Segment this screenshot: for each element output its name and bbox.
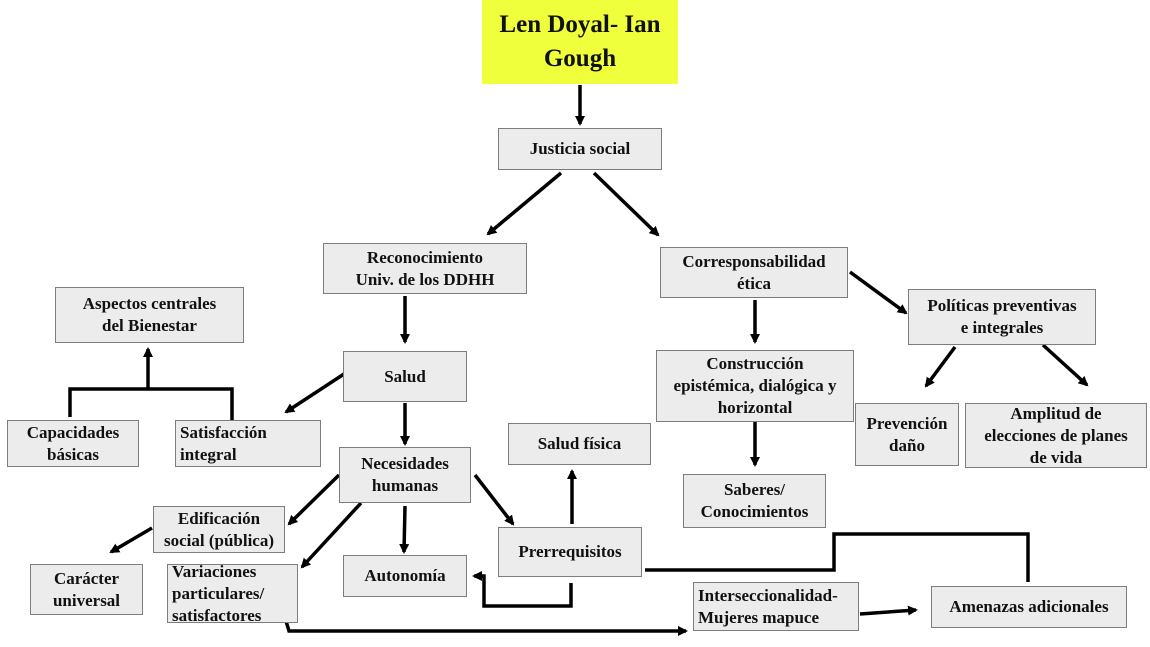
edge-prerrequisitos-amenazas [645,532,1030,582]
node-caracter: Carácter universal [30,564,143,615]
node-corresponsabilidad: Corresponsabilidad ética [660,247,848,298]
node-aspectos: Aspectos centrales del Bienestar [55,287,244,343]
edge-necesidades-variaciones [300,501,363,569]
edge-justicia-corresponsabilidad [592,171,660,237]
node-variaciones: Variaciones particulares/ satisfactores [167,562,298,625]
edge-prerrequisitos-autonomia [472,571,573,608]
node-politicas: Políticas preventivas e integrales [908,289,1096,345]
node-capacidades: Capacidades básicas [7,420,139,467]
node-satisfaccion: Satisfacción integral [175,420,321,467]
node-autonomia: Autonomía [343,555,467,597]
edge-necesidades-edificacion [287,473,341,526]
node-salud: Salud [343,351,467,402]
edge-capacidades-satisfaccion-aspectos [68,387,234,422]
edge-corresponsabilidad-politicas [848,270,908,315]
edge-necesidades-prerrequisitos [473,473,515,526]
node-amenazas: Amenazas adicionales [931,586,1127,628]
node-edificacion: Edificación social (pública) [153,506,285,553]
node-saberes: Saberes/ Conocimientos [683,474,826,528]
edge-politicas-prevencion [924,345,957,388]
node-necesidades: Necesidades humanas [339,447,471,503]
edge-interseccionalidad-amenazas [859,605,918,616]
node-interseccionalidad: Interseccionalidad- Mujeres mapuce [693,582,859,631]
node-justicia-social: Justicia social [498,128,662,170]
edge-salud-satisfaccion [284,372,345,414]
edge-variaciones-interseccionalidad [284,620,688,636]
edge-justicia-reconocimiento [486,171,563,236]
node-reconocimiento: Reconocimiento Univ. de los DDHH [323,243,527,294]
node-prerrequisitos: Prerrequisitos [498,527,642,577]
node-salud-fisica: Salud física [508,423,651,465]
edge-edificacion-caracter [109,526,153,554]
node-prevencion: Prevención daño [855,403,959,466]
edge-politicas-amplitud [1041,343,1089,387]
edge-necesidades-autonomia [399,505,410,554]
node-amplitud: Amplitud de elecciones de planes de vida [965,403,1147,468]
node-construccion: Construcción epistémica, dialógica y hor… [656,350,854,422]
title-node: Len Doyal- Ian Gough [482,0,678,84]
